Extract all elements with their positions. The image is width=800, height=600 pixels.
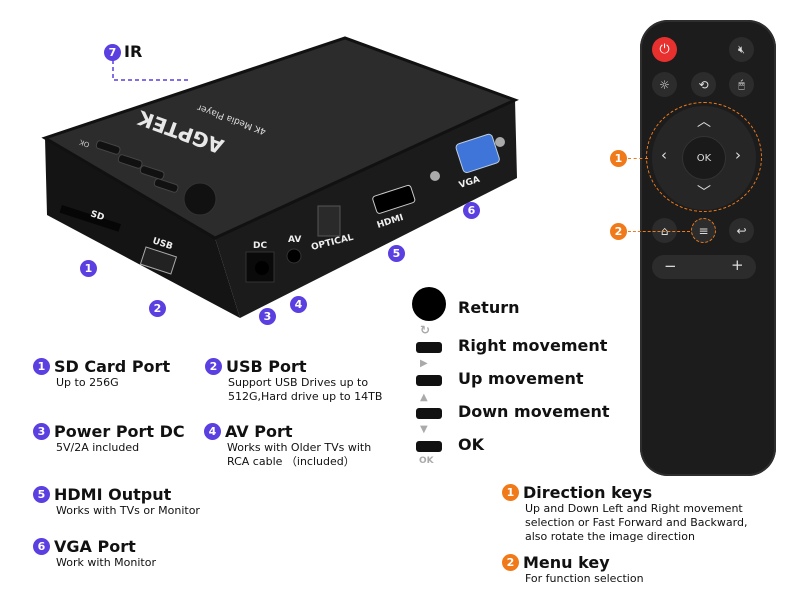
right-arrow-icon: ▶ bbox=[420, 358, 428, 369]
up-arrow-icon: ▲ bbox=[420, 392, 428, 403]
volume-down-button[interactable]: − bbox=[664, 257, 677, 275]
settings-icon[interactable]: ☼ bbox=[652, 72, 677, 97]
marker-3: 3 bbox=[259, 308, 276, 325]
marker-6: 6 bbox=[463, 202, 480, 219]
ir-leader-line bbox=[112, 60, 190, 81]
down-arrow-icon: ▼ bbox=[420, 424, 428, 435]
button-bar-icon bbox=[416, 375, 442, 386]
av-port bbox=[286, 248, 302, 264]
ok-button[interactable]: OK bbox=[682, 136, 726, 180]
down-arrow-icon[interactable]: ﹀ bbox=[697, 185, 711, 201]
usb-port bbox=[139, 246, 178, 275]
legend-return: Return bbox=[458, 298, 520, 317]
marker-2: 2 bbox=[149, 300, 166, 317]
return-button bbox=[183, 182, 217, 216]
optical-port bbox=[317, 205, 341, 237]
legend-ok: OK bbox=[458, 435, 484, 454]
direction-highlight bbox=[646, 102, 762, 212]
remote-key-menu: 2 Menu key For function selection bbox=[502, 553, 644, 586]
back-icon[interactable]: ↩ bbox=[729, 218, 754, 243]
marker-5: 5 bbox=[388, 245, 405, 262]
volume-up-button[interactable]: + bbox=[731, 256, 744, 274]
remote-key-direction: 1 Direction keys Up and Down Left and Ri… bbox=[502, 483, 747, 544]
ir-marker: 7 bbox=[104, 44, 121, 61]
port-power-dc: 3 Power Port DC 5V/2A included bbox=[33, 422, 185, 455]
port-av: 4 AV Port Works with Older TVs with RCA … bbox=[204, 422, 371, 469]
button-bar-icon bbox=[416, 342, 442, 353]
sd-slot bbox=[59, 205, 121, 232]
remote-marker-1: 1 bbox=[610, 150, 627, 167]
marker-4: 4 bbox=[290, 296, 307, 313]
return-button-icon bbox=[412, 287, 446, 321]
port-vga: 6 VGA Port Work with Monitor bbox=[33, 537, 156, 570]
dc-label: DC bbox=[253, 241, 267, 251]
right-arrow-icon[interactable]: › bbox=[735, 146, 741, 164]
port-sd-card: 1 SD Card Port Up to 256G bbox=[33, 357, 170, 390]
svg-text:OK: OK bbox=[78, 138, 91, 149]
port-hdmi: 5 HDMI Output Works with TVs or Monitor bbox=[33, 485, 200, 518]
left-arrow-icon[interactable]: ‹ bbox=[661, 146, 667, 164]
media-player-device: SD USB DC AV OPTICAL HDMI VGA OK AGPTEK … bbox=[41, 36, 519, 318]
ok-symbol: OK bbox=[419, 456, 434, 466]
mouse-icon[interactable]: 🖱︎ bbox=[729, 72, 754, 97]
up-arrow-icon[interactable]: ︿ bbox=[697, 114, 711, 130]
return-symbol-icon: ↻ bbox=[420, 323, 431, 337]
hdmi-port bbox=[372, 184, 416, 214]
legend-up: Up movement bbox=[458, 369, 584, 388]
power-icon[interactable]: ⏻ bbox=[652, 37, 677, 62]
remote-marker-2: 2 bbox=[610, 223, 627, 240]
port-usb: 2 USB Port Support USB Drives up to 512G… bbox=[205, 357, 382, 404]
legend-down: Down movement bbox=[458, 402, 610, 421]
front-buttons bbox=[95, 140, 179, 193]
home-icon[interactable]: ⌂ bbox=[652, 218, 677, 243]
menu-icon[interactable]: ≡ bbox=[691, 218, 716, 243]
button-bar-icon bbox=[416, 408, 442, 419]
av-label: AV bbox=[288, 235, 301, 245]
leader-line bbox=[628, 231, 690, 232]
sd-label: SD bbox=[89, 209, 105, 223]
ir-label: IR bbox=[124, 42, 143, 61]
marker-1: 1 bbox=[80, 260, 97, 277]
mute-icon[interactable]: 🔇︎ bbox=[729, 37, 754, 62]
button-bar-icon bbox=[416, 441, 442, 452]
vga-port bbox=[455, 133, 500, 173]
leader-line bbox=[628, 158, 648, 159]
legend-right: Right movement bbox=[458, 336, 608, 355]
volume-rocker[interactable] bbox=[652, 255, 756, 279]
repeat-icon[interactable]: ⟲ bbox=[691, 72, 716, 97]
